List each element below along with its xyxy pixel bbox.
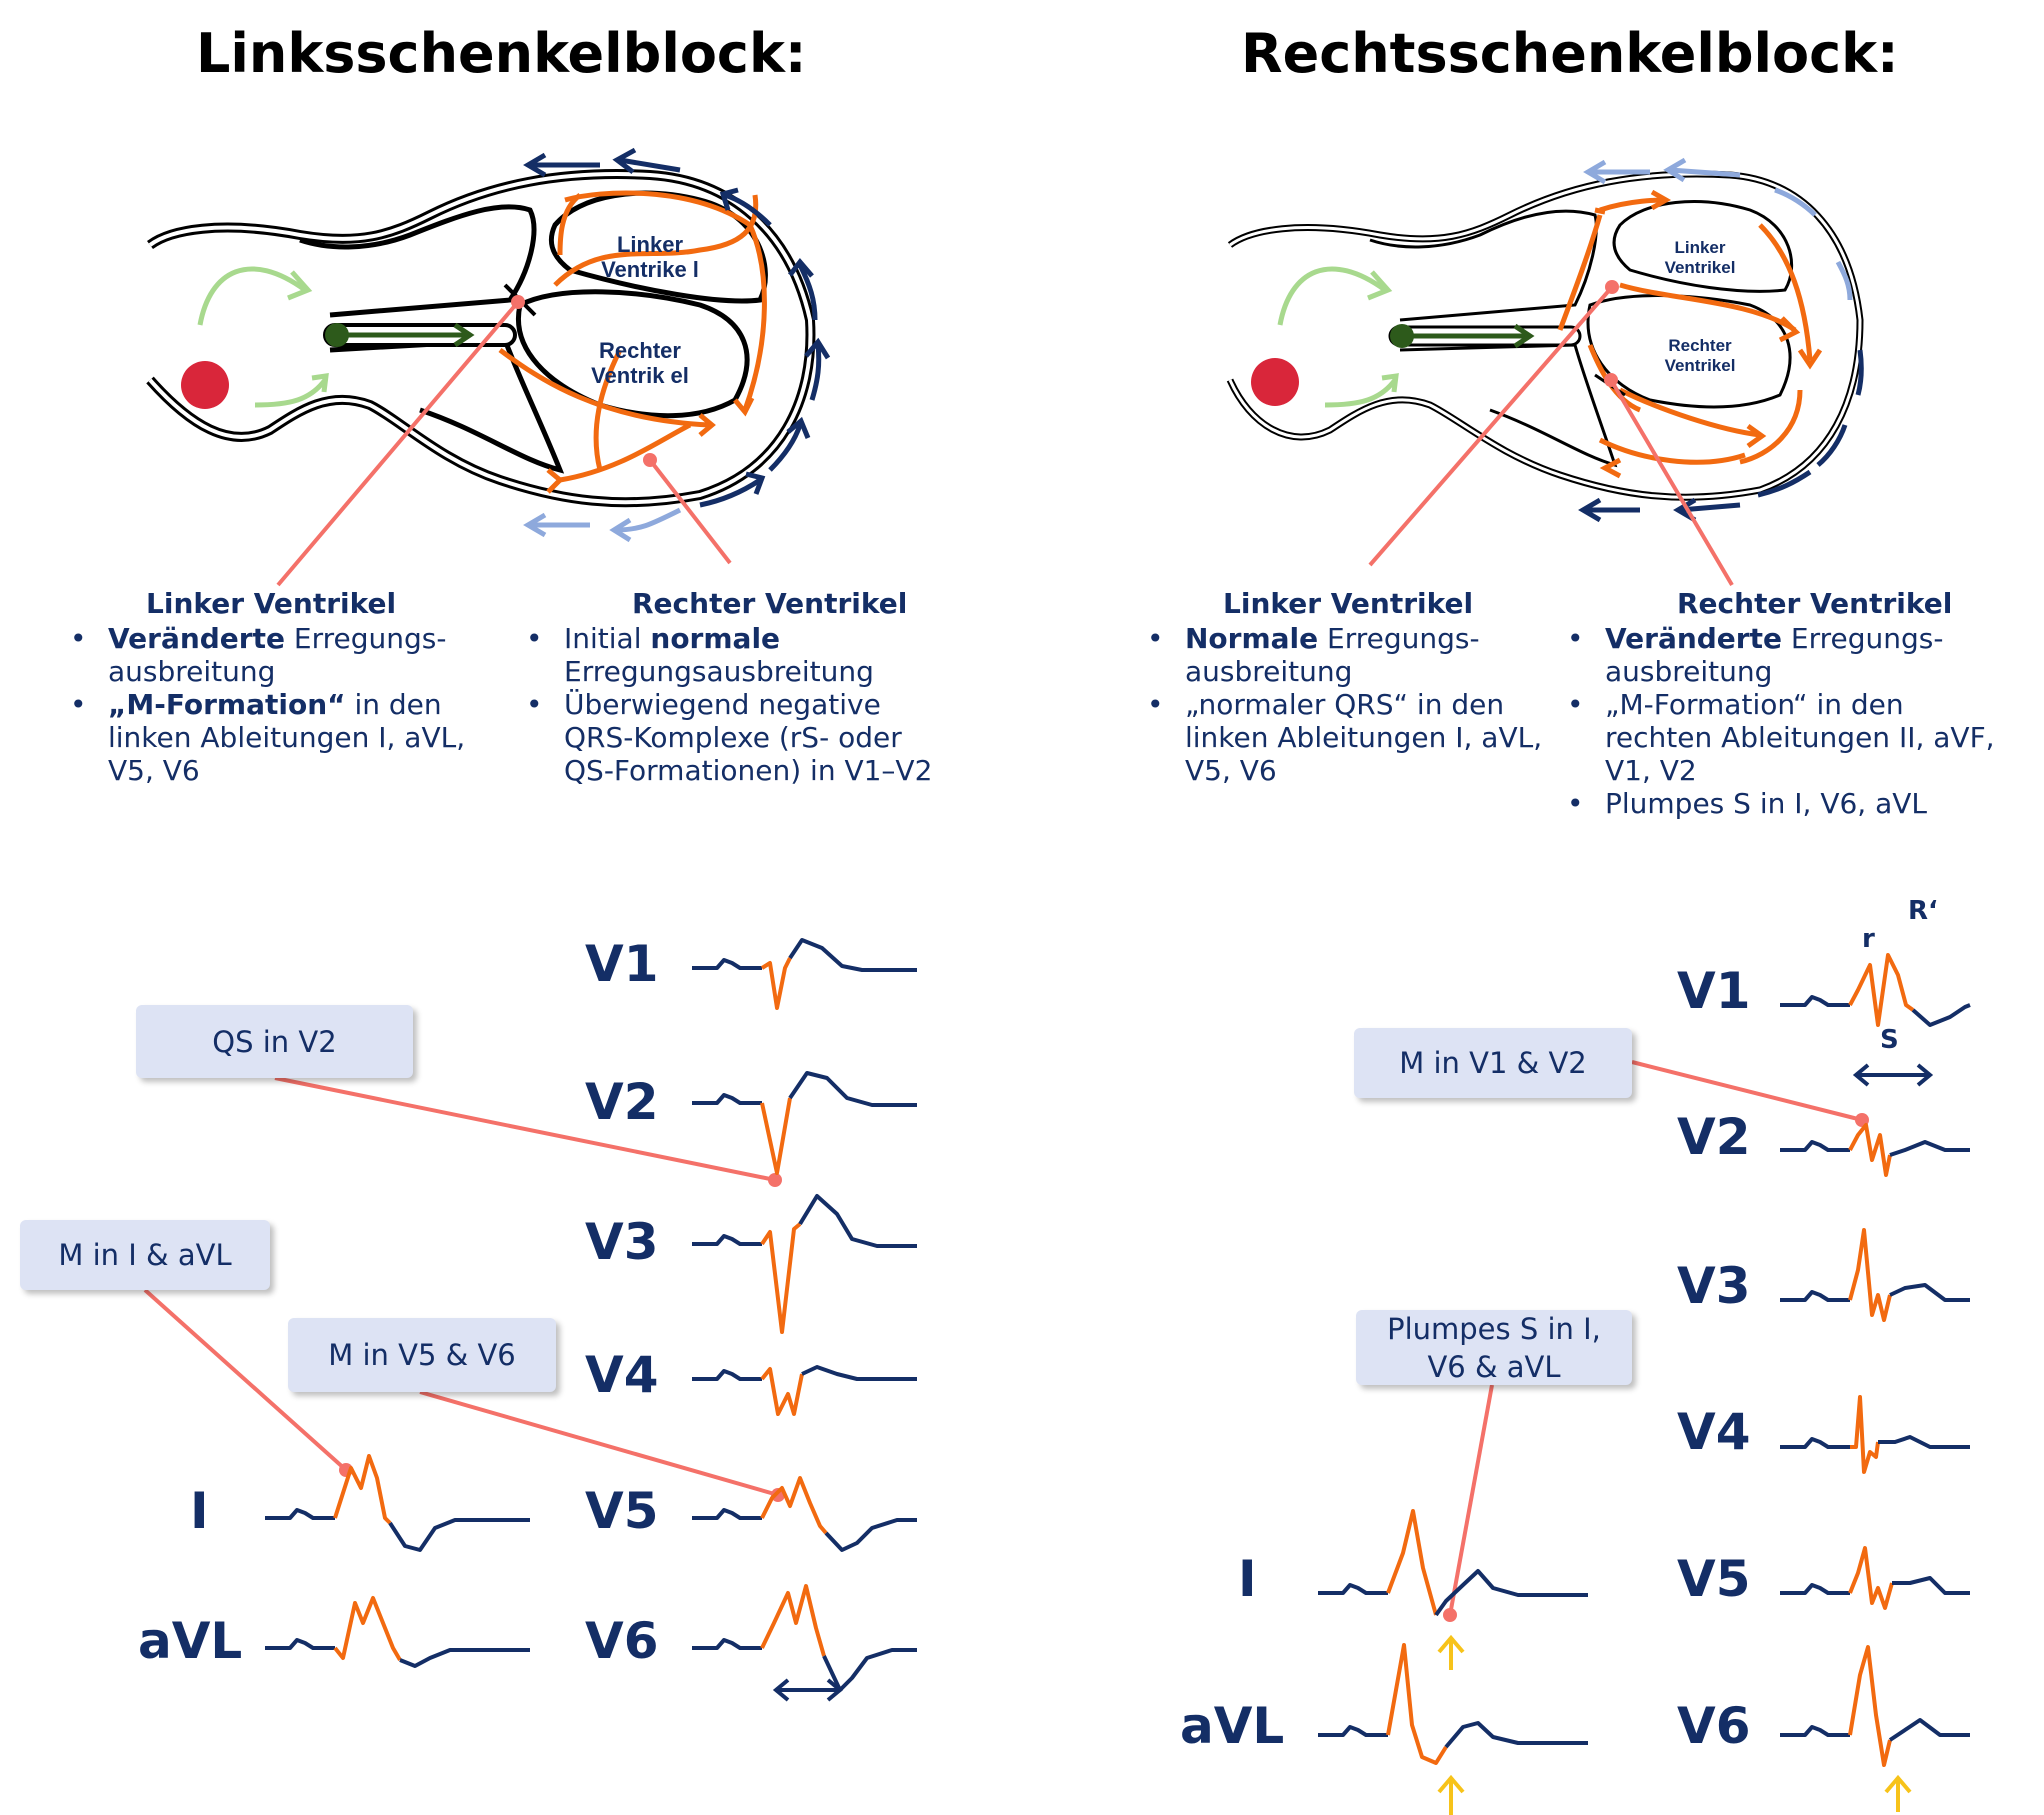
- lsb-lead-avl: aVL: [138, 1612, 243, 1670]
- annotation-r: r: [1862, 924, 1875, 954]
- ecg-rsb-avl: [1318, 1643, 1588, 1765]
- ecg-rsb-v3: [1780, 1228, 1970, 1322]
- yellow-arrow-i: [1437, 1634, 1465, 1670]
- ecg-traces-left: [265, 938, 917, 1692]
- ecg-rsb-v2: [1780, 1123, 1970, 1177]
- rsb-lead-avl: aVL: [1180, 1697, 1285, 1755]
- lsb-lv-item-2: „M-Formation“ in den linken Ableitungen …: [70, 688, 466, 787]
- callout-lines-right: [772, 1060, 1934, 1815]
- lsb-lv-info: Linker Ventrikel Veränderte Erregungs-au…: [66, 587, 466, 787]
- lsb-lead-i: I: [190, 1482, 209, 1540]
- ecg-lsb-v1: [692, 938, 917, 1010]
- callout-m-v1-v2: M in V1 & V2: [1354, 1028, 1632, 1098]
- rsb-rv-heading: Rechter Ventrikel: [1677, 587, 1953, 620]
- ecg-lsb-v4: [692, 1365, 917, 1416]
- callout-m-i-avl: M in I & aVL: [20, 1220, 270, 1290]
- lsb-lead-v3: V3: [585, 1213, 659, 1271]
- lsb-lead-v2: V2: [585, 1073, 659, 1131]
- lsb-lead-v6: V6: [585, 1612, 659, 1670]
- heart-lsb: [146, 147, 831, 587]
- lsb-rv-label: Rechter Ventrik el: [591, 338, 689, 389]
- rsb-rv-item-2: „M-Formation“ in den rechten Ableitungen…: [1567, 688, 2003, 787]
- annotation-r-prime: R‘: [1908, 896, 1938, 926]
- lsb-lead-v4: V4: [585, 1346, 659, 1404]
- ecg-lsb-v2: [692, 1071, 917, 1175]
- lsb-lead-v1: V1: [585, 935, 659, 993]
- rsb-rv-item-3: Plumpes S in I, V6, aVL: [1567, 787, 2003, 820]
- yellow-arrow-v6: [1884, 1774, 1912, 1812]
- ecg-rsb-v6: [1780, 1645, 1970, 1767]
- ecg-lsb-v3: [692, 1194, 917, 1334]
- annotation-s: S: [1880, 1025, 1899, 1055]
- rsb-lead-i: I: [1238, 1550, 1257, 1608]
- rsb-lead-v6: V6: [1677, 1697, 1751, 1755]
- rsb-lv-label: Linker Ventrikel: [1664, 238, 1736, 277]
- ecg-lsb-i: [265, 1454, 530, 1552]
- rsb-lv-info: Linker Ventrikel Normale Erregungs-ausbr…: [1143, 587, 1543, 787]
- ecg-rsb-v5: [1780, 1546, 1970, 1610]
- callout-plumpes-s: Plumpes S in I, V6 & aVL: [1356, 1310, 1632, 1385]
- rsb-lead-v4: V4: [1677, 1403, 1751, 1461]
- rsb-lead-v1: V1: [1677, 962, 1751, 1020]
- callout-qs-v2: QS in V2: [136, 1005, 413, 1078]
- lsb-rv-item-1: Initial normale Erregungsausbreitung: [526, 622, 942, 688]
- lsb-rv-item-2: Überwiegend negative QRS-Komplexe (rS- o…: [526, 688, 942, 787]
- rsb-rv-item-1: Veränderte Erregungs-ausbreitung: [1567, 622, 2003, 688]
- ecg-rsb-i: [1318, 1509, 1588, 1617]
- ecg-lsb-v5: [692, 1476, 917, 1552]
- lsb-lead-v5: V5: [585, 1482, 659, 1540]
- rsb-lead-v5: V5: [1677, 1550, 1751, 1608]
- callout-m-v5-v6: M in V5 & V6: [288, 1318, 556, 1392]
- rsb-lv-item-2: „normaler QRS“ in den linken Ableitungen…: [1147, 688, 1543, 787]
- rsb-lead-v2: V2: [1677, 1108, 1751, 1166]
- rsb-lv-heading: Linker Ventrikel: [1223, 587, 1474, 620]
- yellow-arrow-avl: [1437, 1774, 1465, 1815]
- title-lsb: Linksschenkelblock:: [196, 22, 807, 85]
- lsb-rv-info: Rechter Ventrikel Initial normale Erregu…: [522, 587, 942, 787]
- ecg-lsb-v6: [692, 1584, 917, 1692]
- callout-lines-left: [143, 1076, 785, 1502]
- title-rsb: Rechtsschenkelblock:: [1241, 22, 1899, 85]
- rsb-rv-info: Rechter Ventrikel Veränderte Erregungs-a…: [1563, 587, 2003, 820]
- ecg-rsb-v1: [1780, 953, 1971, 1027]
- lsb-lv-heading: Linker Ventrikel: [146, 587, 397, 620]
- lsb-lv-label: Linker Ventrike l: [601, 232, 699, 283]
- ecg-lsb-avl: [265, 1596, 530, 1668]
- rsb-lead-v3: V3: [1677, 1257, 1751, 1315]
- ecg-rsb-v4: [1780, 1395, 1970, 1474]
- heart-rsb: [1226, 157, 1864, 587]
- lsb-rv-heading: Rechter Ventrikel: [632, 587, 908, 620]
- rsb-lv-item-1: Normale Erregungs-ausbreitung: [1147, 622, 1543, 688]
- rsb-rv-label: Rechter Ventrikel: [1664, 336, 1736, 375]
- lsb-lv-item-1: Veränderte Erregungs-ausbreitung: [70, 622, 466, 688]
- ecg-traces-right: [1318, 953, 1971, 1767]
